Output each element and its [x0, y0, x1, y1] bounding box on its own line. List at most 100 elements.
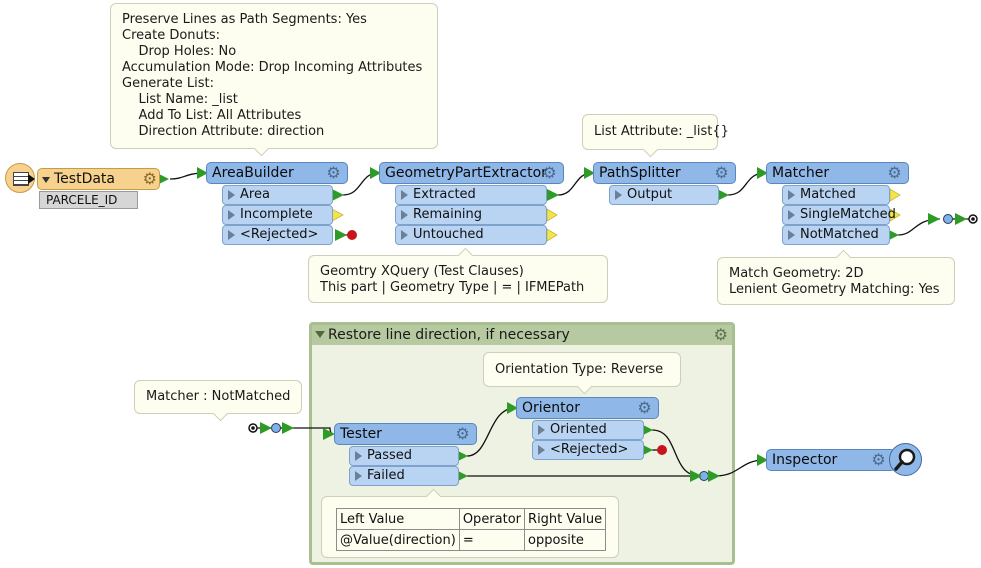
transformer-name: PathSplitter	[599, 165, 681, 181]
rejected-dot-icon	[347, 230, 357, 240]
transformer-name: Orientor	[522, 400, 580, 416]
table-header: Right Value	[524, 508, 607, 530]
gear-icon[interactable]: ⚙	[714, 163, 729, 182]
reader-testdata[interactable]: TestData ⚙	[37, 168, 160, 190]
transformer-pathsplitter[interactable]: PathSplitter ⚙	[593, 162, 736, 184]
triangle-right-icon	[538, 445, 545, 455]
triangle-right-icon	[401, 230, 408, 240]
port-label: Failed	[367, 468, 405, 483]
triangle-right-icon	[788, 210, 795, 220]
triangle-right-icon	[615, 190, 622, 200]
port-rejected[interactable]: <Rejected>	[532, 440, 644, 460]
unconnected-port-icon	[889, 188, 901, 202]
port-label: Extracted	[413, 187, 476, 202]
gear-icon[interactable]: ⚙	[542, 163, 557, 182]
port-passed[interactable]: Passed	[349, 446, 459, 466]
port-label: Oriented	[550, 422, 607, 437]
triangle-right-icon	[788, 230, 795, 240]
transformer-orientor[interactable]: Orientor ⚙	[516, 397, 659, 419]
transformer-geometrypartextractor[interactable]: GeometryPartExtractor ⚙	[379, 162, 564, 184]
port-untouched[interactable]: Untouched	[395, 225, 547, 245]
output-arrow-icon	[28, 174, 35, 184]
gear-icon[interactable]: ⚙	[887, 163, 902, 182]
annotation-connector[interactable]: Matcher : NotMatched	[134, 380, 302, 422]
gear-icon[interactable]: ⚙	[142, 169, 157, 188]
triangle-right-icon	[355, 451, 362, 461]
transformer-areabuilder[interactable]: AreaBuilder ⚙	[206, 162, 348, 184]
connection-line	[169, 172, 206, 180]
port-label: Area	[240, 187, 270, 202]
triangle-down-icon[interactable]	[315, 331, 325, 338]
port-notmatched[interactable]: NotMatched	[782, 225, 890, 245]
table-header: Left Value	[336, 508, 460, 530]
triangle-right-icon	[401, 210, 408, 220]
bookmark-header[interactable]: Restore line direction, if necessary ⚙	[312, 325, 732, 345]
annotation-geometrypart[interactable]: Geomtry XQuery (Test Clauses) This part …	[308, 247, 608, 303]
triangle-down-icon[interactable]	[42, 177, 50, 183]
magnifier-icon[interactable]	[889, 443, 922, 476]
port-failed[interactable]: Failed	[349, 466, 459, 486]
connection-point-icon	[248, 423, 258, 433]
triangle-right-icon	[228, 230, 235, 240]
triangle-right-icon	[538, 425, 545, 435]
gear-icon[interactable]: ⚙	[871, 450, 886, 469]
connection-point-icon	[968, 214, 978, 224]
output-arrow-icon	[332, 189, 344, 201]
port-remaining[interactable]: Remaining	[395, 205, 547, 225]
note-line: Generate List:	[122, 76, 214, 91]
annotation-matcher[interactable]: Match Geometry: 2D Lenient Geometry Matc…	[717, 249, 955, 305]
gear-icon[interactable]: ⚙	[713, 325, 728, 344]
unconnected-port-icon	[546, 208, 558, 222]
annotation-pathsplitter[interactable]: List Attribute: _list{}	[582, 114, 729, 158]
gear-icon[interactable]: ⚙	[637, 398, 652, 417]
note-line: Preserve Lines as Path Segments: Yes	[122, 12, 367, 27]
annotation-areabuilder[interactable]: Preserve Lines as Path Segments: Yes Cre…	[110, 3, 438, 157]
connector-arrow-icon	[955, 213, 967, 225]
table-cell: @Value(direction)	[336, 529, 460, 551]
note-line: Accumulation Mode: Drop Incoming Attribu…	[122, 60, 423, 75]
transformer-tester[interactable]: Tester ⚙	[334, 423, 477, 445]
note-line: Create Donuts:	[122, 28, 221, 43]
unconnected-port-icon	[546, 228, 558, 242]
table-cell: opposite	[524, 529, 607, 551]
gear-icon[interactable]: ⚙	[326, 163, 341, 182]
note-line: Lenient Geometry Matching: Yes	[729, 282, 940, 297]
port-label: Untouched	[413, 227, 484, 242]
note-line: Match Geometry: 2D	[729, 266, 864, 281]
port-singlematched[interactable]: SingleMatched	[782, 205, 896, 225]
port-rejected[interactable]: <Rejected>	[222, 225, 333, 245]
transformer-matcher[interactable]: Matcher ⚙	[766, 162, 909, 184]
connection-point-icon	[271, 423, 281, 433]
port-extracted[interactable]: Extracted	[395, 185, 547, 205]
port-oriented[interactable]: Oriented	[532, 420, 644, 440]
transformer-name: Tester	[340, 426, 382, 442]
gear-icon[interactable]: ⚙	[455, 424, 470, 443]
port-incomplete[interactable]: Incomplete	[222, 205, 333, 225]
note-line: Orientation Type: Reverse	[495, 362, 664, 377]
note-line: Direction Attribute: direction	[122, 124, 325, 139]
port-label: NotMatched	[800, 227, 879, 242]
output-arrow-icon	[335, 229, 347, 241]
connector-arrow-icon	[260, 422, 272, 434]
note-pointer	[835, 249, 852, 266]
port-label: <Rejected>	[240, 227, 319, 242]
annotation-orientor[interactable]: Orientation Type: Reverse	[483, 352, 681, 395]
port-label: Remaining	[413, 207, 483, 222]
note-line: Drop Holes: No	[122, 44, 237, 59]
transformer-inspector[interactable]: Inspector ⚙	[766, 449, 896, 471]
table-header: Operator	[458, 508, 526, 530]
note-pointer	[212, 405, 229, 422]
reader-table-icon[interactable]	[5, 163, 35, 193]
transformer-name: Matcher	[772, 165, 830, 181]
note-pointer	[642, 141, 659, 158]
port-output[interactable]: Output	[609, 185, 719, 205]
unconnected-port-icon	[331, 208, 344, 222]
reader-attribute[interactable]: PARCELE_ID	[39, 191, 138, 209]
port-matched[interactable]: Matched	[782, 185, 890, 205]
triangle-right-icon	[355, 471, 362, 481]
port-label: <Rejected>	[550, 442, 629, 457]
note-line: List Name: _list	[122, 92, 238, 107]
port-area[interactable]: Area	[222, 185, 333, 205]
tester-test-table[interactable]: Left Value Operator Right Value @Value(d…	[321, 488, 619, 558]
